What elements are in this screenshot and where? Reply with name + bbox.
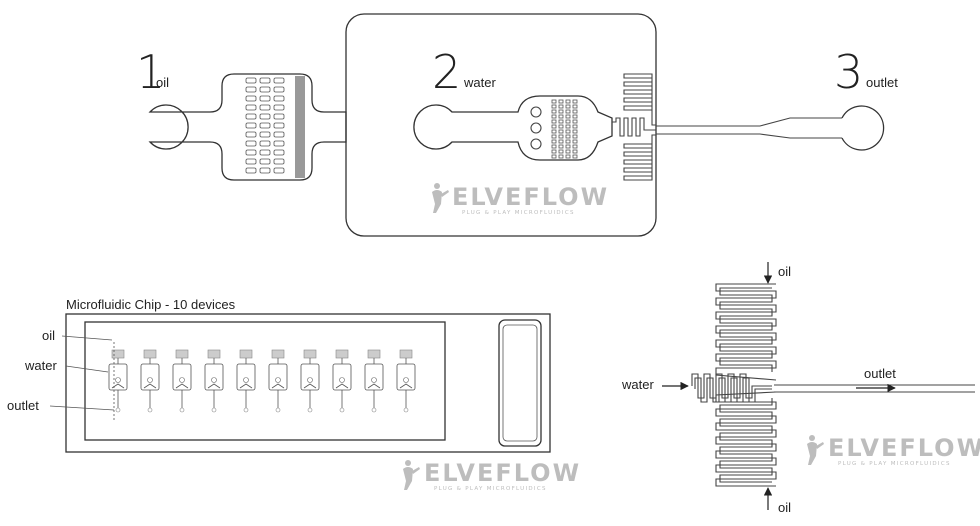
inlet-oil-structure xyxy=(148,73,347,181)
device-7 xyxy=(300,349,320,413)
elveflow-figure-icon xyxy=(807,435,824,465)
junction-oil-top-label: oil xyxy=(778,264,791,279)
top-chip: 1 oil 2 water 3 outlet ELVEFLOW PLUG & P… xyxy=(136,13,898,237)
device-6 xyxy=(268,349,288,413)
device-list xyxy=(108,342,416,420)
elveflow-figure-icon xyxy=(403,460,420,490)
oil-serpentine-upper xyxy=(623,73,656,126)
outlet-channel xyxy=(656,117,842,139)
chip-array-title: Microfluidic Chip - 10 devices xyxy=(66,297,236,312)
chip-array-reservoir xyxy=(498,319,542,447)
device-4 xyxy=(204,349,224,413)
array-oil-label: oil xyxy=(42,328,55,343)
device-1 xyxy=(108,349,128,413)
chip-array: Microfluidic Chip - 10 devices oil water… xyxy=(7,297,581,492)
logo-text-3: ELVEFLOW xyxy=(828,434,980,462)
junction-water-label: water xyxy=(621,377,654,392)
inlet1-label: oil xyxy=(156,75,169,90)
junction-water-serpentine xyxy=(691,373,772,399)
logo-tagline: PLUG & PLAY MICROFLUIDICS xyxy=(462,210,575,216)
chip-array-device-region xyxy=(84,321,446,441)
elveflow-logo-2: ELVEFLOW PLUG & PLAY MICROFLUIDICS xyxy=(403,459,581,492)
elveflow-figure-icon xyxy=(432,183,449,213)
device-9 xyxy=(364,349,384,413)
device-10 xyxy=(396,349,416,413)
inlet2-label: water xyxy=(463,75,496,90)
oil-serpentine-lower xyxy=(623,134,656,181)
logo-text-2: ELVEFLOW xyxy=(424,459,581,487)
elveflow-logo: ELVEFLOW PLUG & PLAY MICROFLUIDICS xyxy=(432,183,609,216)
logo-tagline-3: PLUG & PLAY MICROFLUIDICS xyxy=(838,461,951,467)
outlet3-number: 3 xyxy=(834,45,863,99)
junction-outlet-label: outlet xyxy=(864,366,896,381)
device-3 xyxy=(172,349,192,413)
device-2 xyxy=(140,349,160,413)
logo-tagline-2: PLUG & PLAY MICROFLUIDICS xyxy=(434,486,547,492)
inlet-water-structure xyxy=(413,95,613,161)
water-serpentine xyxy=(612,117,656,137)
outlet3-label: outlet xyxy=(866,75,898,90)
inlet2-number: 2 xyxy=(432,45,461,99)
outlet-port xyxy=(841,105,885,151)
elveflow-logo-3: ELVEFLOW PLUG & PLAY MICROFLUIDICS xyxy=(807,434,980,467)
junction-lower-serpentine xyxy=(719,398,773,483)
junction-detail: oil outlet water oil ELVEFLOW PLUG & PLA xyxy=(621,262,980,515)
inlet1-number: 1 xyxy=(136,45,165,99)
chip-array-slide xyxy=(65,313,551,453)
array-water-label: water xyxy=(24,358,57,373)
device-5 xyxy=(236,349,256,413)
junction-oil-bottom-label: oil xyxy=(778,500,791,515)
junction-upper-serpentine xyxy=(719,287,773,372)
device-8 xyxy=(332,349,352,413)
logo-text: ELVEFLOW xyxy=(452,183,609,211)
array-outlet-label: outlet xyxy=(7,398,39,413)
